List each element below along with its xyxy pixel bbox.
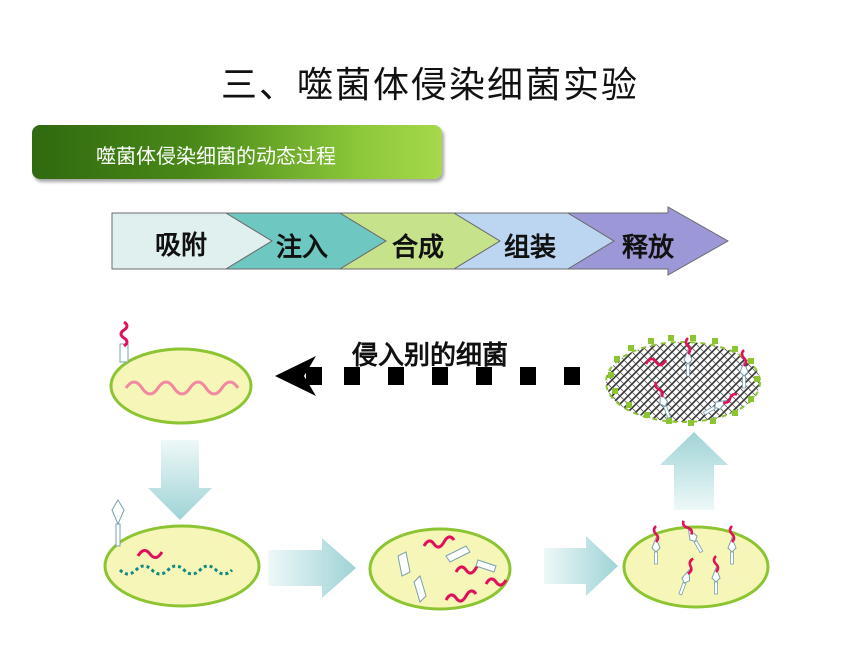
process-steps (111, 206, 730, 276)
page-title: 三、噬菌体侵染细菌实验 (220, 65, 639, 106)
step-label-injection: 注入 (276, 233, 329, 263)
right-arrow-2 (544, 536, 618, 596)
right-arrow-1 (268, 538, 356, 598)
cell-release (605, 335, 761, 426)
cell-assembly (622, 520, 770, 609)
return-arrow (275, 356, 580, 396)
banner-label: 噬菌体侵染细菌的动态过程 (96, 144, 336, 168)
step-label-release: 释放 (622, 233, 675, 263)
cell-adsorption (109, 320, 253, 425)
cell-injection (103, 499, 261, 608)
up-arrow (660, 432, 728, 510)
process-banner: 噬菌体侵染细菌的动态过程 (32, 125, 442, 179)
step-chevron-5 (566, 206, 730, 276)
reinfect-label: 侵入别的细菌 (352, 341, 509, 371)
down-arrow (148, 440, 212, 520)
step-label-assembly: 组装 (504, 233, 557, 263)
step-label-adsorption: 吸附 (155, 231, 208, 261)
cell-synthesis (368, 527, 512, 611)
step-label-synthesis: 合成 (392, 233, 445, 263)
